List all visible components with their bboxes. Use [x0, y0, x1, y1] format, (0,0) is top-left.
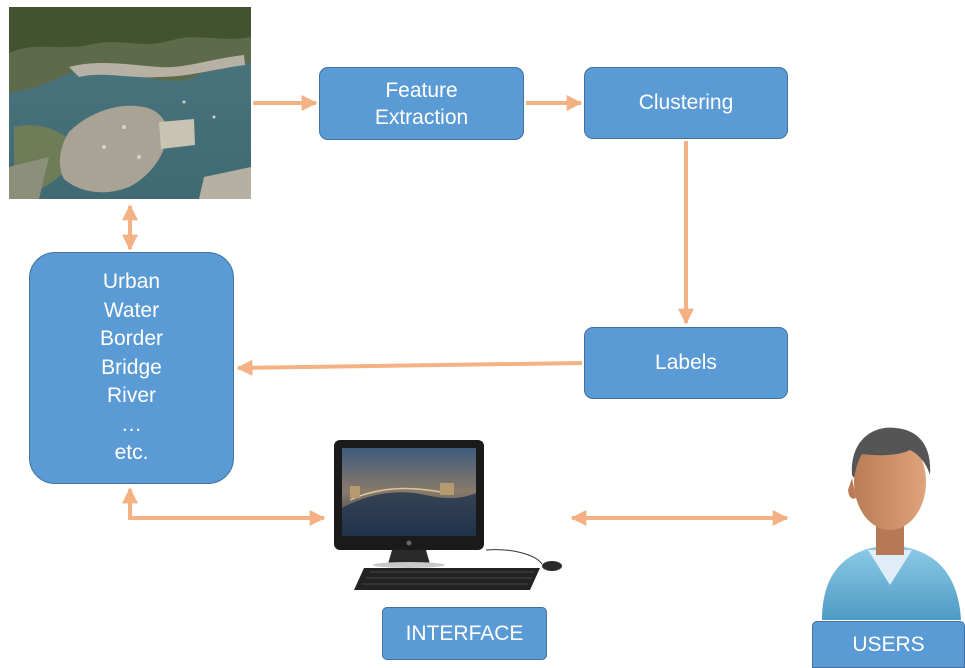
class-item-ellipsis: … [121, 412, 142, 436]
feature-extraction-line-2: Extraction [374, 105, 469, 129]
class-item-etc: etc. [114, 441, 149, 465]
interface-label: INTERFACE [405, 621, 524, 645]
feature-extraction-line-1: Feature [385, 78, 458, 102]
users-label: USERS [852, 632, 925, 656]
feature-extraction-box: Feature Extraction [319, 67, 524, 140]
satellite-image [9, 7, 251, 199]
labels-label: Labels [655, 351, 717, 374]
interface-box: INTERFACE [382, 607, 547, 660]
class-list-box: Urban Water Border Bridge River … etc. [29, 252, 234, 484]
clustering-box: Clustering [584, 67, 788, 139]
clustering-label: Clustering [638, 91, 734, 114]
class-item-river: River [106, 384, 156, 408]
computer-icon [334, 440, 562, 590]
labels-box: Labels [584, 327, 788, 399]
class-item-bridge: Bridge [101, 355, 162, 379]
users-box: USERS [812, 621, 965, 668]
class-item-urban: Urban [102, 270, 161, 294]
class-item-border: Border [99, 327, 164, 351]
user-icon [822, 427, 961, 620]
class-item-water: Water [103, 298, 160, 322]
arrow-labels-to-classes [236, 359, 583, 376]
arrow-classes-to-interface [122, 487, 326, 526]
